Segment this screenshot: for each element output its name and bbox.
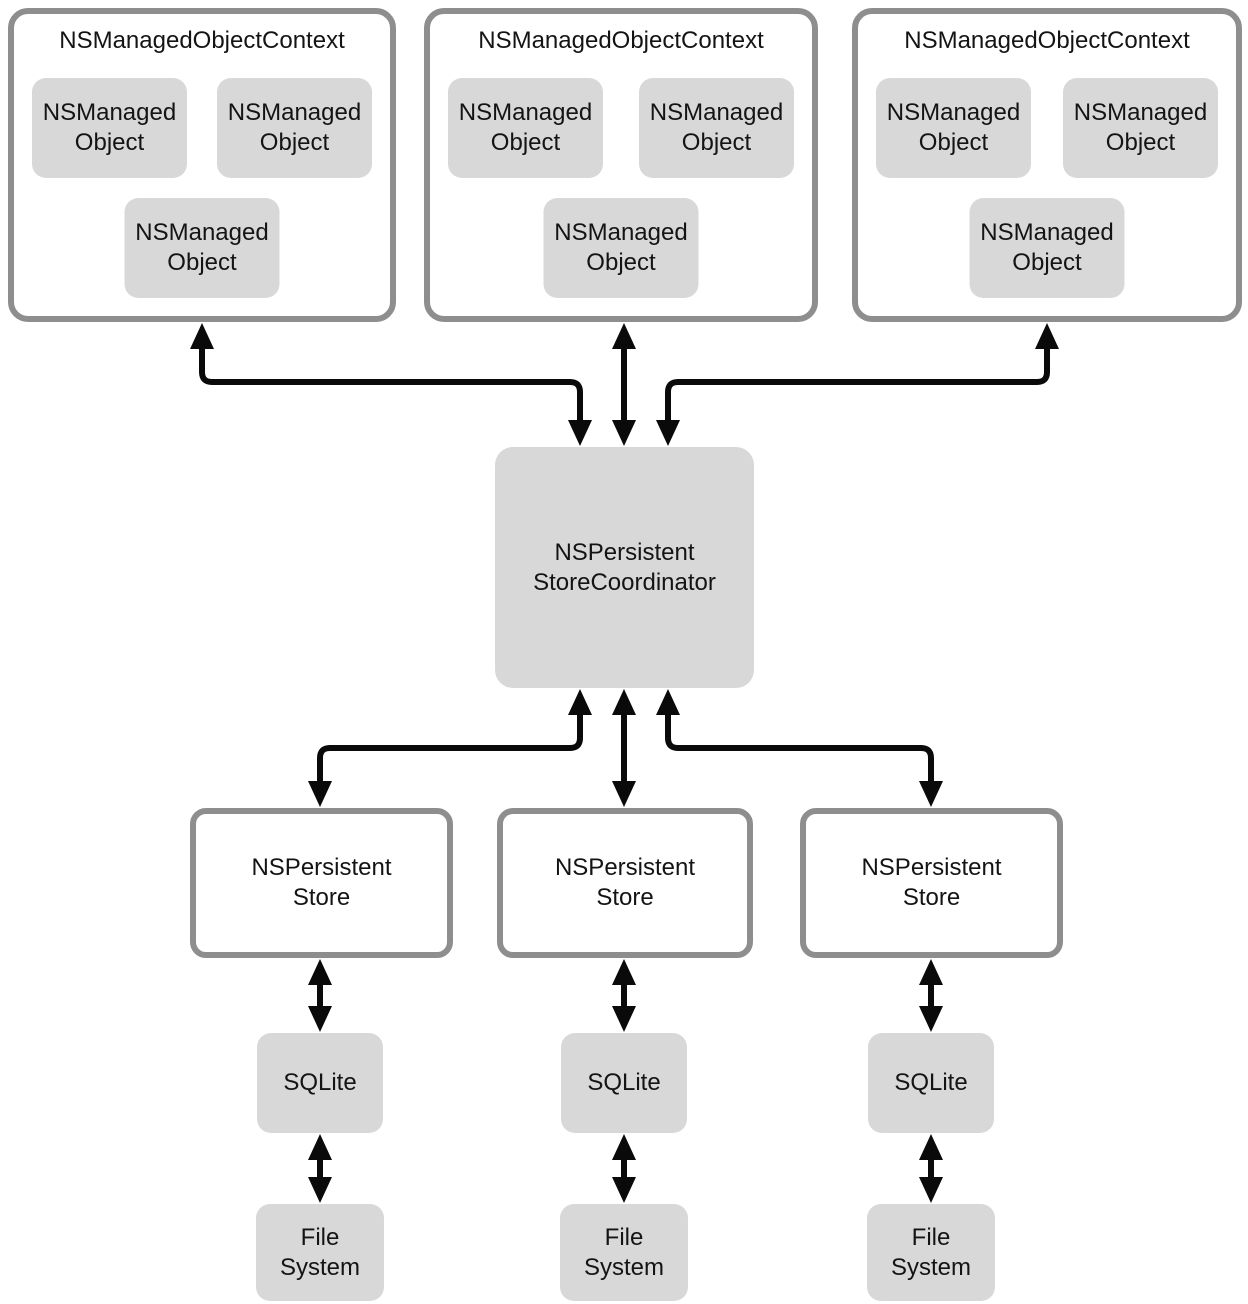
arrowhead-down [308,781,332,807]
managed-object-label: NSManaged Object [649,99,784,156]
sqlite-label: SQLite [587,1069,661,1096]
sqlite-label: SQLite [283,1069,357,1096]
arrowhead-up [919,1134,943,1160]
arrowhead-up [612,1134,636,1160]
file-system-box-middle: File System [560,1204,688,1301]
arrowhead-up [190,323,214,349]
persistent-store-label: NSPersistent Store [554,854,696,911]
managed-object-box: NSManaged Object [876,78,1031,178]
persistent-store-label: NSPersistent Store [251,854,392,911]
persistent-store-box-left: NSPersistent Store [190,808,453,958]
arrowhead-up [656,689,680,715]
file-system-label: File System [583,1223,664,1281]
arrowhead-up [919,959,943,985]
file-system-label: File System [890,1223,971,1281]
sqlite-box-left: SQLite [257,1033,383,1133]
arrowhead-down [568,420,592,446]
arrowhead-down [919,1177,943,1203]
arrowhead-down [612,420,636,446]
managed-object-label: NSManaged Object [227,99,362,156]
managed-object-box: NSManaged Object [639,78,794,178]
managed-object-label: NSManaged Object [980,219,1114,276]
file-system-box-left: File System [256,1204,384,1301]
arrowhead-down [656,420,680,446]
arrowhead-down [308,1177,332,1203]
arrowhead-up [308,959,332,985]
context-title: NSManagedObjectContext [904,27,1190,54]
arrowhead-down [919,1006,943,1032]
sqlite-box-right: SQLite [868,1033,994,1133]
arrowhead-up [308,1134,332,1160]
managed-object-box: NSManaged Object [124,198,280,298]
managed-object-box: NSManaged Object [969,198,1125,298]
managed-object-label: NSManaged Object [886,99,1021,156]
managed-object-box: NSManaged Object [448,78,603,178]
managed-object-box: NSManaged Object [543,198,699,298]
managed-object-label: NSManaged Object [554,219,688,276]
arrowhead-up [568,689,592,715]
managed-object-context-box-right: NSManagedObjectContext NSManaged Object … [852,8,1242,322]
context-title: NSManagedObjectContext [59,27,345,54]
arrowhead-down [612,1177,636,1203]
file-system-label: File System [279,1223,360,1281]
arrowhead-up [1035,323,1059,349]
managed-object-box: NSManaged Object [1063,78,1218,178]
arrow-context-right-to-coordinator [665,344,1050,424]
arrowhead-down [612,1006,636,1032]
arrow-context-left-to-coordinator [199,344,583,424]
managed-object-label: NSManaged Object [458,99,593,156]
arrowhead-down [612,781,636,807]
managed-object-box: NSManaged Object [217,78,372,178]
sqlite-box-middle: SQLite [561,1033,687,1133]
arrow-coordinator-to-store-right [665,710,934,786]
context-title: NSManagedObjectContext [478,27,764,54]
persistent-store-coordinator-box: NSPersistent StoreCoordinator [495,447,754,688]
arrowhead-down [308,1006,332,1032]
managed-object-label: NSManaged Object [135,219,269,276]
arrowhead-up [612,689,636,715]
arrow-coordinator-to-store-left [317,710,583,786]
arrowhead-up [612,323,636,349]
sqlite-label: SQLite [894,1069,968,1096]
managed-object-context-box-left: NSManagedObjectContext NSManaged Object … [8,8,396,322]
arrowheads [190,323,1059,1203]
persistent-store-box-middle: NSPersistent Store [497,808,753,958]
managed-object-label: NSManaged Object [42,99,177,156]
persistent-store-box-right: NSPersistent Store [800,808,1063,958]
persistent-store-label: NSPersistent Store [861,854,1002,911]
arrowhead-up [612,959,636,985]
arrowhead-down [919,781,943,807]
managed-object-context-box-middle: NSManagedObjectContext NSManaged Object … [424,8,818,322]
managed-object-box: NSManaged Object [32,78,187,178]
managed-object-label: NSManaged Object [1073,99,1208,156]
file-system-box-right: File System [867,1204,995,1301]
persistent-store-coordinator-label: NSPersistent StoreCoordinator [533,538,716,596]
